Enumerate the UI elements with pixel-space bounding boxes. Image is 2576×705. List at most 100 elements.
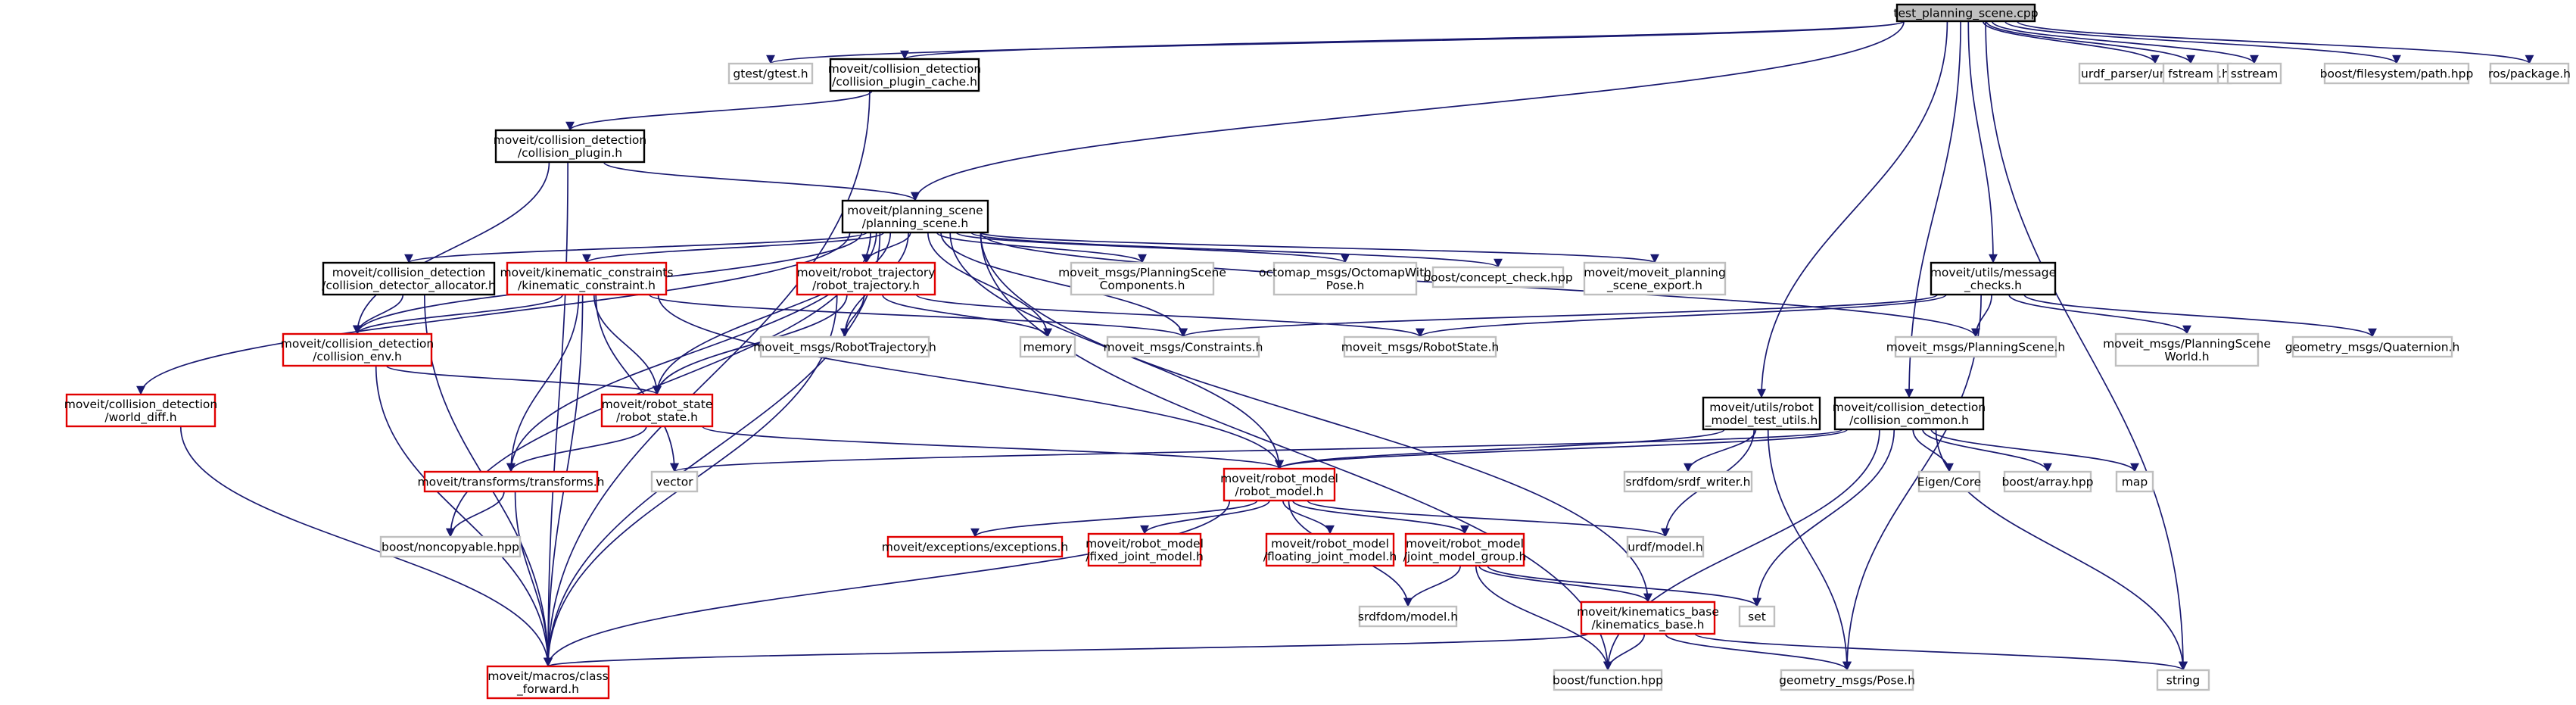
graph-node-gquat[interactable]: geometry_msgs/Quaternion.h <box>2285 335 2460 358</box>
edge-robtraj-to-memory <box>881 294 1052 338</box>
graph-node-mconstraints[interactable]: moveit_msgs/Constraints.h <box>1104 335 1263 358</box>
node-label: _checks.h <box>1964 279 2022 293</box>
node-box <box>1626 535 1705 558</box>
graph-node-root[interactable]: test_planning_scene.cpp <box>1893 3 2039 23</box>
graph-node-pscene[interactable]: moveit/planning_scene/planning_scene.h <box>841 199 989 234</box>
graph-node-kincons[interactable]: moveit/kinematic_constraints/kinematic_c… <box>500 261 674 296</box>
edge-pscene-to-boostfunc <box>980 232 1612 671</box>
node-box <box>1780 669 1914 691</box>
node-box <box>423 470 599 493</box>
node-box <box>1623 470 1753 493</box>
node-label: /world_diff.h <box>104 410 176 425</box>
node-label: moveit/collision_detection <box>828 62 981 76</box>
graph-node-mplanningscene[interactable]: moveit_msgs/PlanningScene.h <box>1886 335 2066 358</box>
graph-node-cpcache[interactable]: moveit/collision_detection/collision_plu… <box>828 58 981 92</box>
node-label: /collision_plugin_cache.h <box>832 75 977 89</box>
edge-pscene-to-robtraj <box>861 232 911 264</box>
graph-node-mpsexport[interactable]: moveit/moveit_planning_scene_export.h <box>1583 261 1727 296</box>
edge-root-to-rmtest <box>1757 20 1948 398</box>
edge-ccommon-to-string <box>1935 429 2188 671</box>
node-label: moveit/robot_trajectory <box>797 266 936 280</box>
nodes-layer: test_planning_scene.cpp gtest/gtest.h move… <box>64 3 2571 700</box>
edge-kincons-to-mconstraints <box>648 294 1188 338</box>
graph-node-gtest[interactable]: gtest/gtest.h <box>727 62 814 85</box>
graph-node-exceptions[interactable]: moveit/exceptions/exceptions.h <box>882 535 1069 558</box>
graph-node-mrtraj[interactable]: moveit_msgs/RobotTrajectory.h <box>753 335 936 358</box>
edge-root-to-urdfparser <box>1982 20 2160 64</box>
graph-node-eigen[interactable]: Eigen/Core <box>1917 470 1981 493</box>
edge-rstate-to-rmodel <box>702 426 1284 469</box>
graph-node-fspath[interactable]: boost/filesystem/path.hpp <box>2320 62 2474 85</box>
graph-node-cdalloc[interactable]: moveit/collision_detection/collision_det… <box>322 261 496 296</box>
node-label: moveit/utils/message <box>1930 266 2056 279</box>
edge-pscene-to-octomap <box>955 232 1350 264</box>
node-label: moveit_msgs/PlanningScene <box>1058 266 1226 280</box>
node-label: /planning_scene.h <box>862 217 968 231</box>
edge-ccommon-to-boostarray <box>1922 429 2052 473</box>
node-label: _forward.h <box>516 682 579 697</box>
edge-rmtest-to-gpose <box>1767 429 1852 671</box>
graph-node-kinbase[interactable]: moveit/kinematics_base/kinematics_base.h <box>1577 600 1719 635</box>
graph-node-set[interactable]: set <box>1738 605 1776 628</box>
graph-node-msgchecks[interactable]: moveit/utils/message_checks.h <box>1930 261 2057 296</box>
node-label: srdfdom/srdf_writer.h <box>1625 476 1750 490</box>
graph-node-classfwd[interactable]: moveit/macros/class_forward.h <box>486 665 610 700</box>
node-label: boost/function.hpp <box>1553 674 1663 688</box>
node-box <box>1894 335 2057 358</box>
graph-node-rstate[interactable]: moveit/robot_state/robot_state.h <box>600 393 714 428</box>
edge-pscene-to-mpsc <box>936 232 1147 264</box>
graph-node-memory[interactable]: memory <box>1019 335 1076 358</box>
node-box <box>322 261 496 296</box>
edge-pscene-to-kinbase <box>980 232 1652 603</box>
graph-node-fixedjm[interactable]: moveit/robot_model/fixed_joint_model.h <box>1086 532 1204 567</box>
graph-node-boostarray[interactable]: boost/array.hpp <box>2001 470 2094 493</box>
edge-transforms-to-classfwd <box>514 491 553 667</box>
node-box <box>1833 396 1985 431</box>
graph-node-jmgroup[interactable]: moveit/robot_model/joint_model_group.h <box>1403 532 1527 567</box>
graph-node-vector[interactable]: vector <box>650 470 699 493</box>
node-box <box>1917 470 1981 493</box>
node-label: moveit/kinematics_base <box>1577 605 1719 619</box>
graph-node-srdfmodel[interactable]: srdfdom/model.h <box>1358 605 1458 628</box>
graph-node-map[interactable]: map <box>2115 470 2154 493</box>
graph-node-noncopy[interactable]: boost/noncopyable.hpp <box>379 535 522 558</box>
graph-node-robtraj[interactable]: moveit/robot_trajectory/robot_trajectory… <box>796 261 936 296</box>
node-box <box>1343 335 1497 358</box>
edge-root-to-rospkg <box>2016 20 2534 64</box>
edge-kincons-to-transforms <box>506 294 580 473</box>
graph-node-sstream[interactable]: sstream <box>2226 62 2282 85</box>
edge-kincons-to-rstate <box>593 294 662 395</box>
edge-rmodel-to-fixedjm <box>1140 500 1270 535</box>
graph-node-transforms[interactable]: moveit/transforms/transforms.h <box>418 470 605 493</box>
node-label: fstream <box>2168 67 2213 81</box>
node-box <box>841 199 989 234</box>
node-label: moveit/robot_model <box>1271 537 1389 551</box>
graph-node-string[interactable]: string <box>2156 669 2210 691</box>
node-label: /robot_trajectory.h <box>812 279 920 293</box>
graph-node-boostfunc[interactable]: boost/function.hpp <box>1553 669 1663 691</box>
edge-pscene-to-classfwd <box>544 232 881 667</box>
graph-node-rmodel[interactable]: moveit/robot_model/robot_model.h <box>1220 467 1338 502</box>
graph-node-mrobotstate[interactable]: moveit_msgs/RobotState.h <box>1341 335 1499 358</box>
node-box <box>1087 532 1202 567</box>
graph-node-gpose[interactable]: geometry_msgs/Pose.h <box>1779 669 1915 691</box>
graph-node-srdfwriter[interactable]: srdfdom/srdf_writer.h <box>1623 470 1753 493</box>
graph-node-fstream[interactable]: fstream <box>2162 62 2219 85</box>
graph-node-cplugin[interactable]: moveit/collision_detection/collision_plu… <box>494 129 646 164</box>
graph-node-urdfmodel[interactable]: urdf/model.h <box>1626 535 1705 558</box>
graph-node-cenv[interactable]: moveit/collision_detection/collision_env… <box>281 332 434 367</box>
edge-jmgroup-to-boostfunc <box>1475 565 1612 671</box>
node-label: moveit/planning_scene <box>847 204 983 218</box>
node-box <box>1272 261 1418 296</box>
graph-node-rmtest[interactable]: moveit/utils/robot_model_test_utils.h <box>1702 396 1821 431</box>
node-box <box>2115 470 2154 493</box>
edge-ccommon-to-vector <box>670 429 1843 473</box>
graph-node-concept[interactable]: boost/concept_check.hpp <box>1423 266 1573 289</box>
graph-node-rospkg[interactable]: ros/package.h <box>2488 62 2571 85</box>
graph-node-floatjm[interactable]: moveit/robot_model/floating_joint_model.… <box>1263 532 1397 567</box>
graph-node-worlddiff[interactable]: moveit/collision_detection/world_diff.h <box>64 393 217 428</box>
graph-node-ccommon[interactable]: moveit/collision_detection/collision_com… <box>1833 396 1986 431</box>
